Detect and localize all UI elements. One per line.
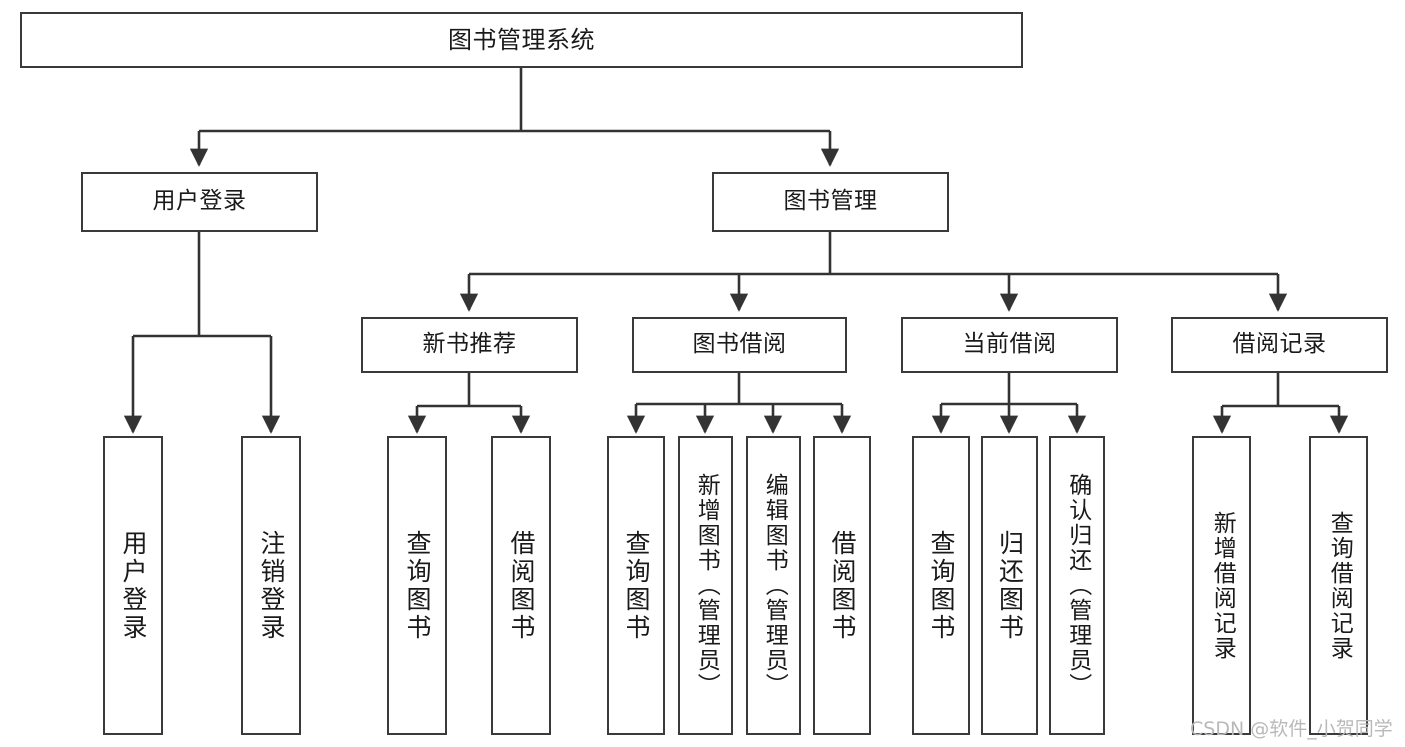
node-leaf-records-query-record-label: 查询借阅记录 (1326, 510, 1353, 661)
node-leaf-borrow-add-book-label: 新增图书（管理员） (693, 473, 720, 698)
node-leaf-borrow-borrow-book-label: 借阅图书 (828, 529, 857, 642)
node-book-borrow[interactable]: 图书借阅 (632, 317, 847, 373)
node-leaf-current-query-book[interactable]: 查询图书 (912, 436, 970, 735)
node-leaf-user-login-logout-label: 注销登录 (257, 529, 286, 642)
node-new-book-recommend-label: 新书推荐 (422, 331, 517, 358)
node-book-management-label: 图书管理 (783, 188, 878, 215)
node-leaf-records-query-record[interactable]: 查询借阅记录 (1309, 436, 1368, 735)
node-leaf-current-confirm-return[interactable]: 确认归还（管理员） (1049, 436, 1105, 735)
node-leaf-borrow-edit-book[interactable]: 编辑图书（管理员） (746, 436, 801, 735)
node-leaf-recommend-query-book[interactable]: 查询图书 (387, 436, 447, 735)
node-leaf-current-query-book-label: 查询图书 (927, 529, 956, 642)
node-user-login-label: 用户登录 (152, 188, 247, 215)
node-borrow-records[interactable]: 借阅记录 (1171, 317, 1388, 373)
node-root-system[interactable]: 图书管理系统 (20, 12, 1023, 68)
node-leaf-recommend-query-book-label: 查询图书 (403, 529, 432, 642)
node-leaf-user-login-login-label: 用户登录 (119, 529, 148, 642)
node-leaf-borrow-borrow-book[interactable]: 借阅图书 (813, 436, 871, 735)
node-leaf-records-add-record-label: 新增借阅记录 (1209, 510, 1236, 661)
node-leaf-current-return-book[interactable]: 归还图书 (981, 436, 1038, 735)
node-leaf-records-add-record[interactable]: 新增借阅记录 (1192, 436, 1251, 735)
node-leaf-user-login-logout[interactable]: 注销登录 (241, 436, 301, 735)
node-leaf-user-login-login[interactable]: 用户登录 (103, 436, 163, 735)
node-leaf-recommend-borrow-book[interactable]: 借阅图书 (491, 436, 551, 735)
node-user-login[interactable]: 用户登录 (81, 172, 318, 232)
node-leaf-borrow-query-book-label: 查询图书 (622, 529, 651, 642)
node-leaf-recommend-borrow-book-label: 借阅图书 (507, 529, 536, 642)
node-leaf-current-return-book-label: 归还图书 (995, 529, 1025, 642)
node-leaf-borrow-edit-book-label: 编辑图书（管理员） (761, 473, 788, 698)
node-new-book-recommend[interactable]: 新书推荐 (361, 317, 578, 373)
watermark-text: CSDN @软件_小贺同学 (1190, 718, 1393, 740)
node-root-system-label: 图书管理系统 (448, 25, 595, 54)
node-book-management[interactable]: 图书管理 (712, 172, 949, 232)
node-current-borrow[interactable]: 当前借阅 (901, 317, 1118, 373)
node-borrow-records-label: 借阅记录 (1232, 331, 1327, 358)
node-leaf-borrow-query-book[interactable]: 查询图书 (607, 436, 665, 735)
node-leaf-current-confirm-return-label: 确认归还（管理员） (1064, 473, 1091, 698)
node-current-borrow-label: 当前借阅 (962, 331, 1057, 358)
node-book-borrow-label: 图书借阅 (692, 331, 787, 358)
node-leaf-borrow-add-book[interactable]: 新增图书（管理员） (678, 436, 733, 735)
